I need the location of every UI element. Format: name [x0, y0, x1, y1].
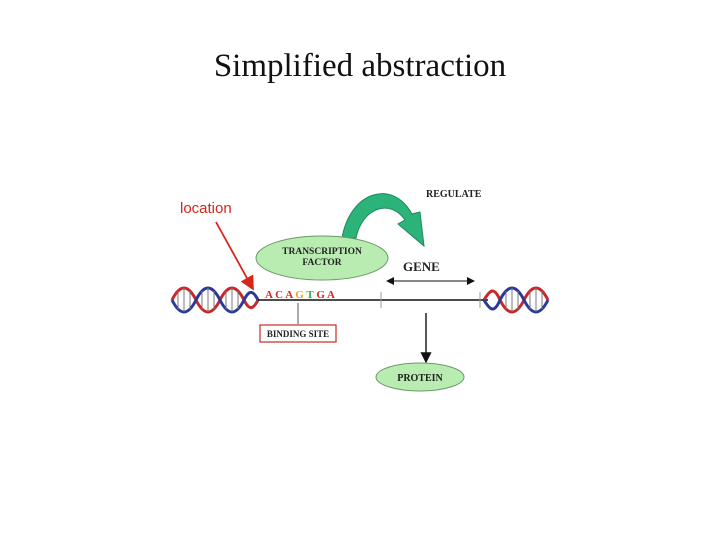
- sequence-base: G: [295, 289, 304, 301]
- sequence-base: G: [316, 289, 325, 301]
- regulate-arrow: [341, 193, 425, 248]
- sequence-base: T: [306, 289, 314, 301]
- sequence-base: A: [327, 289, 335, 301]
- sequence-base: A: [285, 289, 293, 301]
- binding-sequence: A C A G T G A: [265, 289, 335, 301]
- location-arrow: [215, 221, 254, 291]
- transcription-factor-ellipse: [255, 235, 389, 281]
- transcription-factor-line2: FACTOR: [302, 258, 341, 268]
- protein-ellipse: [375, 362, 465, 392]
- transcription-factor-line1: TRANSCRIPTION: [282, 247, 362, 257]
- dna-helix-left: [170, 286, 260, 314]
- regulate-label: REGULATE: [426, 189, 482, 200]
- binding-site-label: BINDING SITE: [267, 329, 329, 339]
- protein-label: PROTEIN: [397, 373, 443, 384]
- sequence-base: C: [275, 289, 283, 301]
- location-label: location: [180, 200, 232, 217]
- binding-site-box: [259, 324, 337, 343]
- dna-helix-right: [482, 286, 550, 314]
- slide-title: Simplified abstraction: [213, 48, 507, 84]
- sequence-base: A: [265, 289, 273, 301]
- gene-label: GENE: [403, 259, 440, 274]
